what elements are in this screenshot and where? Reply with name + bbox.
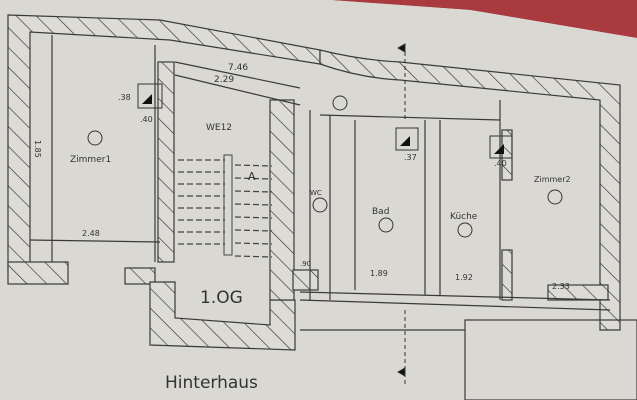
dim-zimmer2-width: 2.33: [552, 282, 570, 291]
section-marker-icon: [396, 43, 406, 385]
room-markers: [87, 95, 563, 238]
dim-shaft2: .37: [404, 153, 417, 162]
room-label-we12: WE12: [206, 123, 232, 133]
building-label: Hinterhaus: [165, 373, 258, 393]
dim-shaft3: .40: [494, 159, 507, 168]
dim-shaft-w: .40: [140, 115, 153, 124]
dim-inner: 2.29: [214, 75, 234, 85]
dim-height-mark: .90: [300, 260, 311, 268]
dim-bad-width: 1.89: [370, 269, 388, 278]
walls: [7, 14, 637, 400]
room-label-zimmer1: Zimmer1: [70, 155, 111, 165]
shaft-icons: [137, 83, 513, 159]
staircase[interactable]: [178, 159, 273, 258]
dim-shaft-h: .38: [118, 93, 131, 102]
room-label-bad: Bad: [372, 207, 389, 217]
dim-overall: 7.46: [228, 63, 248, 73]
room-label-wc: WC: [310, 189, 322, 197]
room-label-kueche: Küche: [450, 212, 478, 222]
dim-zimmer1-width: 2.48: [82, 229, 100, 238]
floor-label: 1.OG: [200, 288, 243, 308]
room-label-zimmer2: Zimmer2: [534, 175, 571, 184]
dim-zimmer1-height: 1.85: [33, 140, 42, 158]
stair-marker: A: [248, 170, 256, 183]
stair-handrail: [223, 154, 233, 256]
page-edge: [330, 0, 637, 38]
dim-kueche-width: 1.92: [455, 273, 473, 282]
